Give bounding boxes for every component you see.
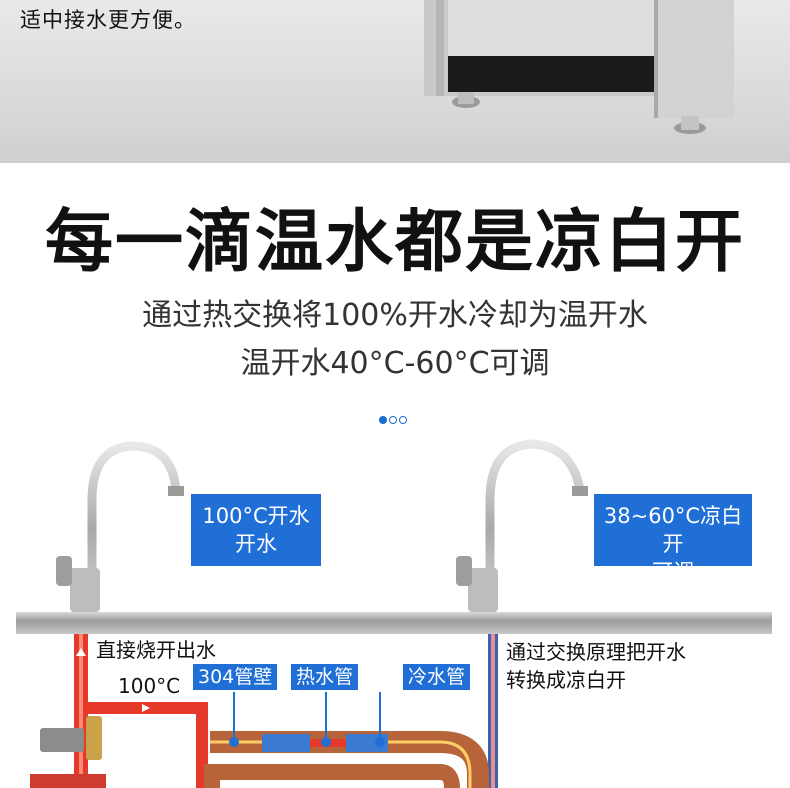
warm-label-line1: 38~60°C凉白开 [603, 504, 743, 556]
top-caption: 适中接水更方便。 [20, 8, 196, 32]
boiling-label-line2: 开水 [235, 532, 277, 556]
heat-exchange-diagram: 100°C开水 开水 38~60°C凉白开 可调 直接烧开出水 100°C 通过… [0, 430, 790, 788]
tag-304-wall: 304管壁 [193, 664, 278, 690]
dot [399, 416, 407, 424]
exchange-note-line1: 通过交换原理把开水 [506, 640, 686, 664]
tag-hot-pipe: 热水管 [291, 664, 359, 690]
warm-water-label: 38~60°C凉白开 可调 [594, 494, 752, 584]
carousel-dots [379, 416, 413, 424]
subtitle-line-2: 温开水40°C-60°C可调 [240, 346, 550, 381]
dot [389, 416, 397, 424]
faucet-left-icon [56, 441, 184, 617]
diagram-graphic [16, 439, 772, 788]
warm-label-line2: 可调 [652, 560, 694, 584]
headline: 每一滴温水都是凉白开 [44, 203, 745, 282]
boiling-label-line1: 100°C开水 [202, 504, 310, 528]
direct-boil-note: 直接烧开出水 [96, 638, 216, 662]
tag-cold-pipe: 冷水管 [403, 664, 471, 690]
product-photo-band: 适中接水更方便。 [0, 0, 790, 163]
subtitle-line-1: 通过热交换将100%开水冷却为温开水 [142, 298, 648, 333]
boiling-water-label: 100°C开水 开水 [191, 494, 321, 566]
temperature-100: 100°C [118, 674, 181, 698]
water-dispenser-image [424, 0, 734, 134]
valve-icon [30, 716, 106, 788]
faucet-right-icon [456, 439, 588, 617]
countertop [16, 612, 772, 634]
dot-active [379, 416, 387, 424]
exchange-note-line2: 转换成凉白开 [506, 668, 626, 692]
